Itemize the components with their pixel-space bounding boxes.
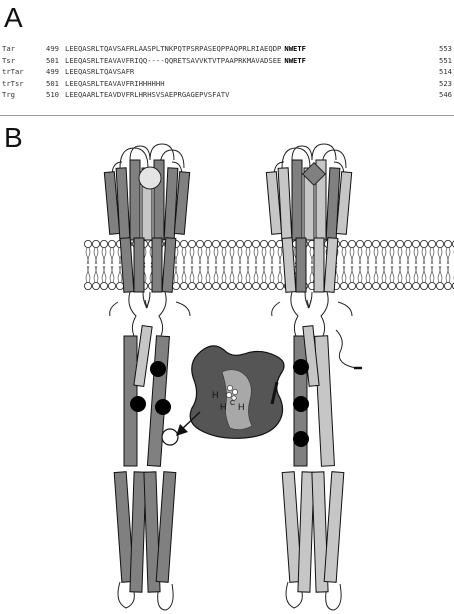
sequence-name: Tar bbox=[2, 44, 15, 53]
sequence-end: 553 bbox=[439, 44, 452, 53]
sequence-start: 501 bbox=[46, 55, 59, 65]
sequence-text: LEEQAARLTEAVDVFRLHRHSVSAEPRGAGEPVSFATV bbox=[65, 90, 229, 99]
methyl-site bbox=[155, 399, 171, 415]
sequence-row: trTar 499 LEEQASRLTQAVSAFR 514 bbox=[2, 67, 452, 79]
sequence-start: 499 bbox=[46, 67, 59, 76]
methyl-site bbox=[293, 396, 309, 412]
catalysis-arrow bbox=[176, 411, 201, 436]
sequence-residues: LEEQASRLTEAVAVFRIHHHHHH bbox=[65, 78, 165, 88]
sequence-residues: LEEQASRLTQAVSAFR bbox=[65, 67, 135, 76]
sequence-text: LEEQASRLTQAVSAFR bbox=[65, 67, 134, 76]
sequence-row: trTsr 501 LEEQASRLTEAVAVFRIHHHHHH 523 bbox=[2, 79, 452, 91]
lipid-bilayer bbox=[84, 240, 454, 290]
ligand-aspartate bbox=[138, 166, 162, 190]
methyl-site bbox=[293, 359, 309, 375]
sequence-end: 551 bbox=[439, 55, 452, 65]
sequence-text: LEEQASRLTEAVAVFRIQQ----QQRETSAVVKTVTPAAP… bbox=[65, 56, 306, 65]
sequence-row: Tar 499 LEEQASRLTQAVSAFRLAASPLTNKPQTPSRP… bbox=[2, 44, 452, 56]
cysteine-label: C bbox=[230, 400, 235, 407]
panel-divider bbox=[0, 115, 454, 116]
methyl-site bbox=[150, 361, 166, 377]
sequence-row: Tsr 501 LEEQASRLTEAVAVFRIQQ----QQRETSAVV… bbox=[2, 56, 452, 68]
active-site: H H C H bbox=[212, 385, 245, 412]
methyl-site bbox=[130, 396, 146, 412]
left-receptor bbox=[103, 143, 191, 611]
histidine-label: H bbox=[220, 402, 227, 412]
sequence-start: 501 bbox=[46, 78, 59, 88]
sequence-residues: LEEQASRLTEAVAVFRIQQ----QQRETSAVVKTVTPAAP… bbox=[65, 55, 282, 65]
sequence-motif: NWETF bbox=[284, 44, 307, 53]
receptor-diagram: H H C H bbox=[84, 143, 454, 611]
sequence-alignment: Tar 499 LEEQASRLTQAVSAFRLAASPLTNKPQTPSRP… bbox=[2, 44, 452, 102]
panel-a-label: A bbox=[4, 2, 23, 33]
sequence-name: Trg bbox=[2, 90, 15, 99]
histidine-label: H bbox=[238, 402, 245, 412]
sequence-end: 523 bbox=[439, 78, 452, 88]
methylesterase-enzyme: H H C H bbox=[189, 345, 285, 439]
right-receptor bbox=[265, 143, 362, 611]
sequence-residues: LEEQAARLTEAVDVFRLHRHSVSAEPRGAGEPVSFATV bbox=[65, 90, 230, 99]
sequence-end: 546 bbox=[439, 90, 452, 99]
sequence-text: LEEQASRLTQAVSAFRLAASPLTNKPQTPSRPASEQPPAQ… bbox=[65, 44, 306, 53]
sequence-end: 514 bbox=[439, 67, 452, 76]
sequence-name: trTar bbox=[2, 67, 24, 76]
sequence-residues: LEEQASRLTQAVSAFRLAASPLTNKPQTPSRPASEQPPAQ… bbox=[65, 44, 282, 53]
sequence-text: LEEQASRLTEAVAVFRIHHHHHH bbox=[65, 79, 165, 88]
methyl-site bbox=[293, 431, 309, 447]
sequence-name: Tsr bbox=[2, 55, 15, 65]
histidine-label: H bbox=[212, 390, 219, 400]
sequence-name: trTsr bbox=[2, 78, 24, 88]
sequence-start: 510 bbox=[46, 90, 59, 99]
unmodified-site bbox=[161, 428, 179, 446]
sequence-motif: NWETF bbox=[284, 55, 307, 65]
panel-b-label: B bbox=[4, 122, 23, 153]
ligand-serine bbox=[301, 161, 327, 187]
sequence-start: 499 bbox=[46, 44, 59, 53]
sequence-row: Trg 510 LEEQAARLTEAVDVFRLHRHSVSAEPRGAGEP… bbox=[2, 90, 452, 102]
